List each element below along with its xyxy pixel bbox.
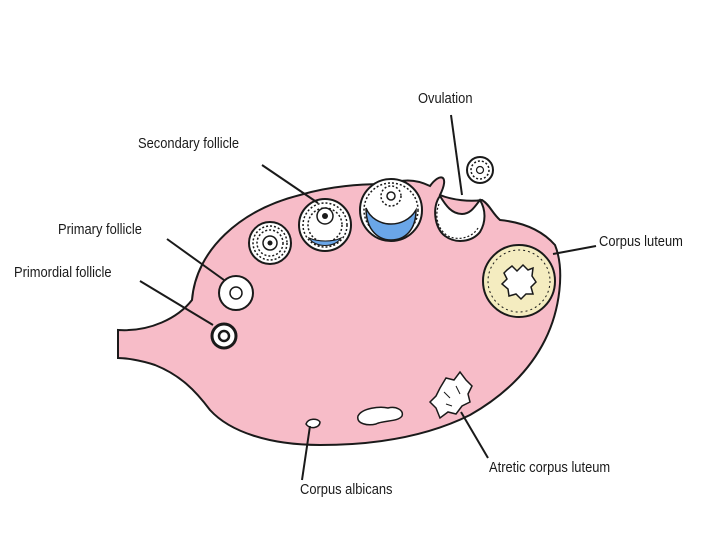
growing-follicle-1	[248, 221, 292, 265]
secondary-follicle	[298, 198, 352, 252]
primary-follicle	[218, 275, 254, 311]
leader-lines	[139, 114, 597, 481]
corpus-luteum	[482, 244, 556, 318]
label-corpus-albicans: Corpus albicans	[300, 481, 393, 498]
label-corpus-luteum: Corpus luteum	[599, 233, 683, 250]
label-atretic-corpus-luteum: Atretic corpus luteum	[489, 459, 611, 476]
leader-secondary-follicle	[261, 164, 319, 204]
ovary-body	[117, 176, 562, 447]
leader-corpus-albicans	[301, 425, 311, 481]
label-primordial-follicle: Primordial follicle	[14, 264, 112, 281]
leader-corpus-luteum	[552, 245, 597, 255]
label-ovulation: Ovulation	[418, 90, 473, 107]
released-oocyte	[466, 156, 494, 184]
atretic-corpus-luteum	[428, 370, 473, 420]
leader-primordial-follicle	[139, 280, 214, 326]
corpus-albicans-elongated	[357, 406, 404, 426]
corpus-albicans	[305, 418, 321, 429]
label-secondary-follicle: Secondary follicle	[138, 135, 240, 152]
ruptured-follicle	[434, 194, 486, 242]
leader-primary-follicle	[166, 238, 225, 281]
leader-atretic-corpus-luteum	[460, 411, 489, 459]
leader-ovulation	[450, 114, 463, 196]
primordial-follicle	[210, 322, 238, 350]
label-primary-follicle: Primary follicle	[58, 221, 142, 238]
antral-follicle	[359, 178, 423, 242]
